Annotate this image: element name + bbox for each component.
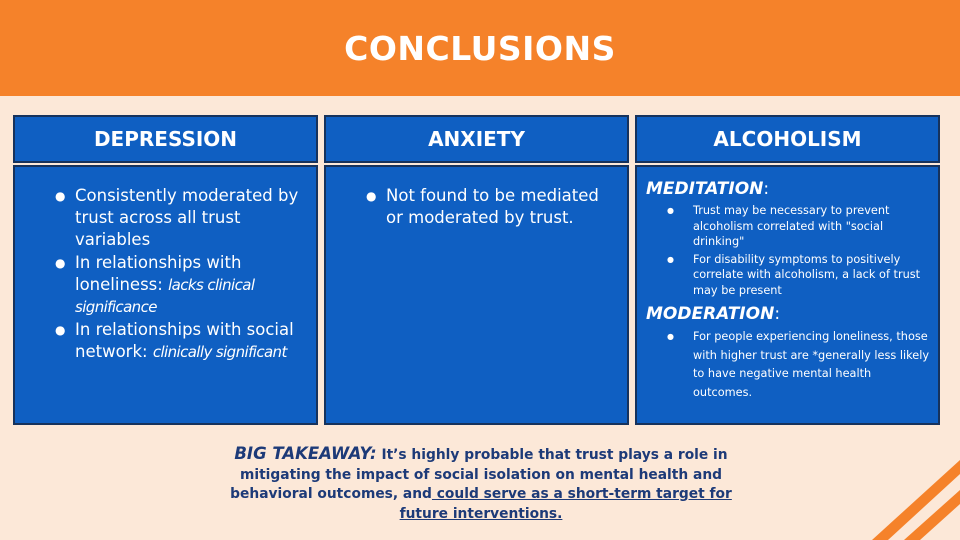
bullet-text: For disability symptoms to positively co… <box>693 252 921 297</box>
anxiety-heading-text: ANXIETY <box>428 127 525 151</box>
depression-heading-text: DEPRESSION <box>93 127 238 151</box>
bullet-text: For people experiencing loneliness, thos… <box>693 330 930 399</box>
depression-panel: ● Consistently moderated by trust across… <box>13 165 318 425</box>
anxiety-list: ● Not found to be mediated or moderated … <box>326 167 627 229</box>
bullet-icon: ● <box>667 254 674 264</box>
list-item: ● For disability symptoms to positively … <box>637 252 938 299</box>
big-takeaway: BIG TAKEAWAY: It’s highly probable that … <box>210 444 752 524</box>
alcoholism-heading-text: ALCOHOLISM <box>713 127 862 151</box>
moderation-colon: : <box>774 304 781 324</box>
alcoholism-heading: ALCOHOLISM <box>635 115 940 163</box>
takeaway-lead: BIG TAKEAWAY: <box>234 444 377 463</box>
bullet-text: In relationships with social network: <box>75 320 294 361</box>
anxiety-panel: ● Not found to be mediated or moderated … <box>324 165 629 425</box>
list-item: ● Trust may be necessary to prevent alco… <box>637 203 938 250</box>
bullet-icon: ● <box>55 256 66 270</box>
bullet-icon: ● <box>667 206 674 215</box>
anxiety-heading: ANXIETY <box>324 115 629 163</box>
takeaway-underlined: could serve as a short-term target for f… <box>399 486 732 522</box>
bullet-text: Trust may be necessary to prevent alcoho… <box>693 204 890 248</box>
meditation-colon: : <box>763 179 770 199</box>
bullet-icon: ● <box>366 189 377 203</box>
moderation-label: MODERATION <box>646 304 775 324</box>
moderation-subheading: MODERATION: <box>637 304 938 324</box>
bullet-text: Consistently moderated by trust across a… <box>75 186 299 249</box>
list-item: ● In relationships with loneliness: lack… <box>15 252 302 318</box>
bullet-text: In relationships with loneliness: <box>75 253 242 294</box>
list-item: ● Not found to be mediated or moderated … <box>326 185 613 229</box>
bullet-icon: ● <box>667 332 674 341</box>
meditation-subheading: MEDITATION: <box>637 179 938 199</box>
moderation-list: ● For people experiencing loneliness, th… <box>637 328 938 402</box>
bullet-icon: ● <box>55 323 66 337</box>
page-title: CONCLUSIONS <box>344 28 616 68</box>
depression-heading: DEPRESSION <box>13 115 318 163</box>
bullet-text: Not found to be mediated or moderated by… <box>386 186 599 227</box>
meditation-list: ● Trust may be necessary to prevent alco… <box>637 203 938 298</box>
bullet-emphasis: clinically significant <box>152 343 288 361</box>
decorative-stripes-icon <box>872 460 960 540</box>
meditation-label: MEDITATION <box>646 179 764 199</box>
takeaway-text: It’s highly probable that trust plays a … <box>230 447 728 502</box>
list-item: ● For people experiencing loneliness, th… <box>637 328 938 402</box>
bullet-icon: ● <box>55 189 66 203</box>
list-item: ● Consistently moderated by trust across… <box>15 185 302 251</box>
alcoholism-panel: MEDITATION: ● Trust may be necessary to … <box>635 165 940 425</box>
list-item: ● In relationships with social network: … <box>15 319 302 363</box>
title-banner: CONCLUSIONS <box>0 0 960 96</box>
depression-list: ● Consistently moderated by trust across… <box>15 167 316 363</box>
bullet-emphasis: lacks clinical significance <box>75 276 255 316</box>
